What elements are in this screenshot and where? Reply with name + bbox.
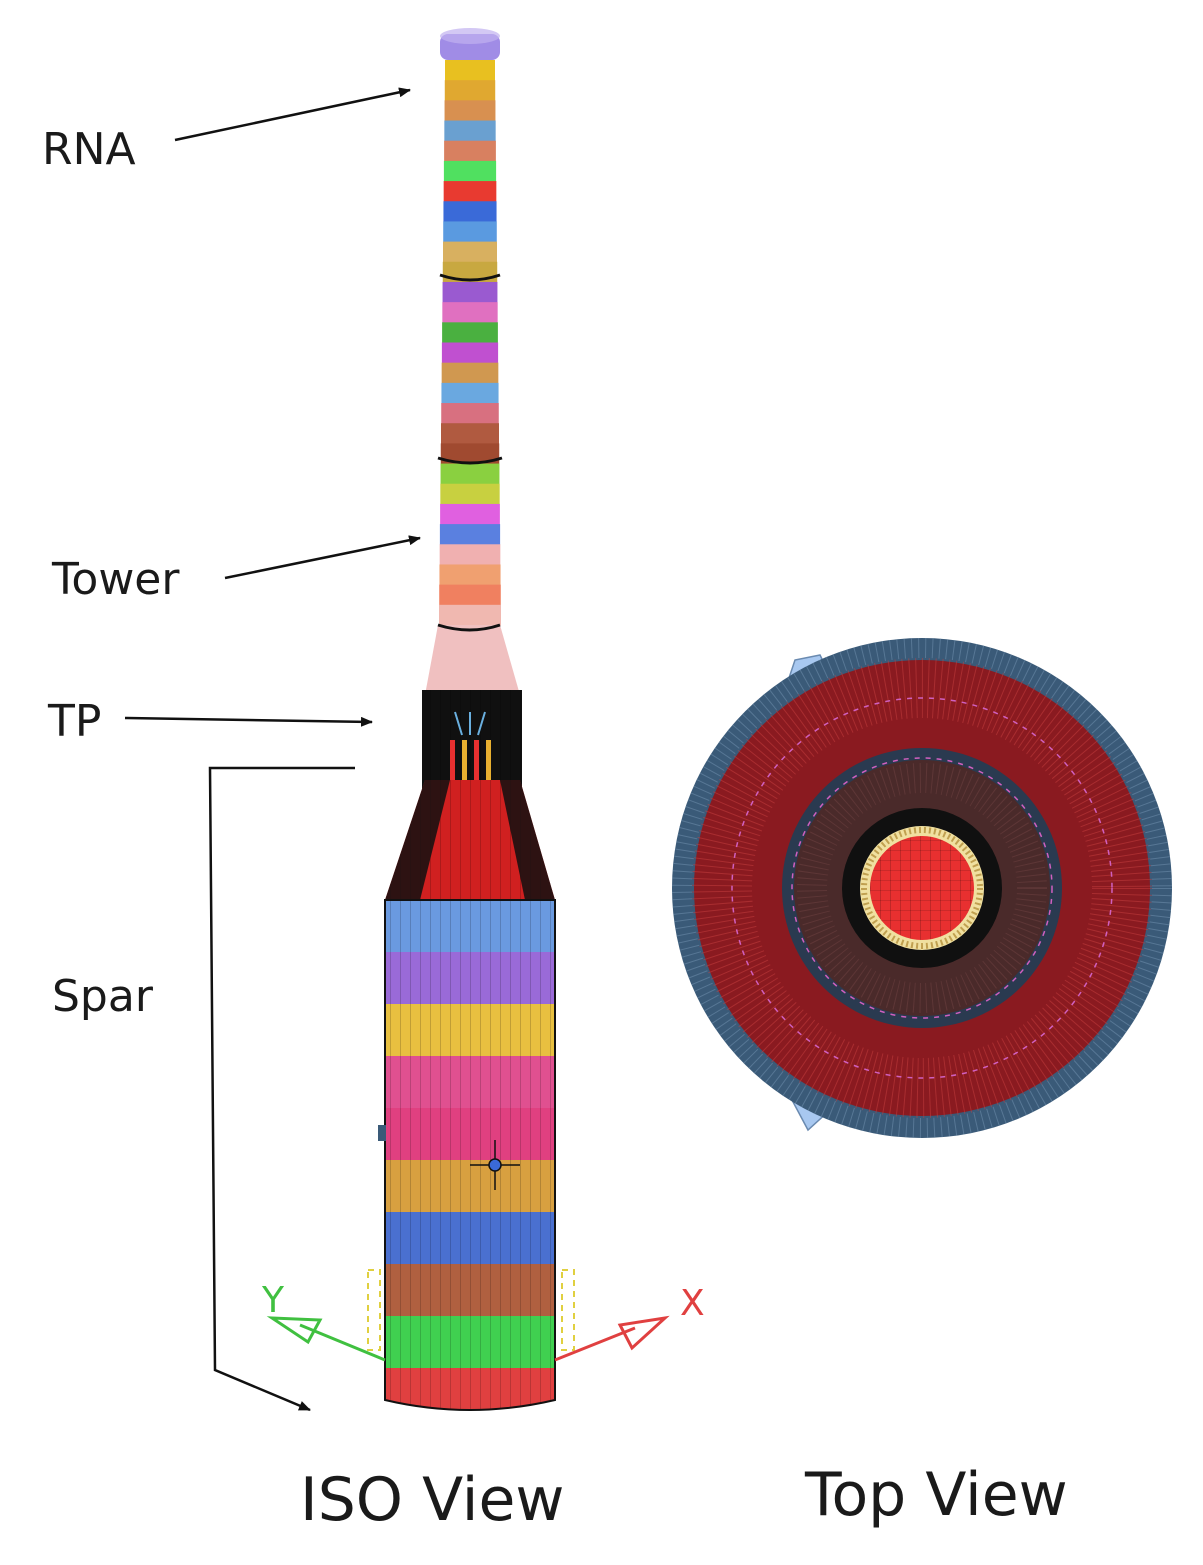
transition-mesh — [422, 690, 522, 790]
tower-band — [444, 100, 496, 122]
top-view-model — [672, 638, 1172, 1138]
tower-band — [443, 181, 497, 202]
spar-label: Spar — [52, 971, 153, 1022]
tower-band — [442, 281, 498, 303]
tower-band — [443, 201, 497, 223]
triad-box-left — [367, 1269, 381, 1351]
tower-band — [444, 120, 496, 142]
tower-flange-ring — [439, 273, 501, 282]
y-axis-label: Y — [261, 1280, 285, 1321]
cone-shadow-right — [500, 780, 555, 900]
transition-model — [422, 690, 522, 790]
top-ring-brown-dashline — [791, 757, 1053, 1019]
transition-red-strips — [450, 740, 491, 790]
tower-arrow — [224, 535, 421, 580]
tower-band — [445, 60, 495, 81]
tower-band — [441, 403, 499, 424]
callout-arrows — [124, 87, 421, 1412]
tower-band — [439, 524, 501, 545]
tower-label: Tower — [52, 554, 180, 605]
tp-section — [425, 625, 520, 695]
top-ring-outer-mesh — [672, 638, 1172, 1138]
tower-model — [437, 60, 503, 626]
triad-box-right — [561, 1269, 575, 1351]
rna-label: RNA — [42, 124, 136, 175]
tower-band — [442, 302, 498, 323]
spar-cone — [385, 780, 555, 900]
rna-model — [440, 28, 500, 60]
top-core-mesh-h — [870, 836, 974, 940]
tower-band — [441, 342, 499, 364]
tower-flange-ring — [437, 456, 503, 465]
tower-band — [439, 604, 501, 626]
tower-band — [443, 221, 497, 243]
tp-arrow — [124, 716, 373, 727]
tower-band — [440, 483, 500, 505]
spar-node-marker — [470, 1140, 520, 1190]
tower-band — [439, 584, 501, 606]
transition-mark — [454, 711, 486, 736]
tower-band — [444, 140, 496, 162]
rna-arrow — [174, 87, 411, 142]
spar-side-lug — [378, 1125, 386, 1141]
tower-band — [443, 160, 497, 182]
x-axis-line — [554, 1326, 636, 1362]
cone-shadow-left — [385, 780, 450, 900]
spar-bracket — [208, 766, 355, 1412]
x-axis-arrowhead — [617, 1315, 670, 1351]
top-ring-red-dashline — [731, 697, 1113, 1079]
spar-outline — [384, 899, 556, 1411]
coordinate-triad: Y X — [261, 1269, 705, 1362]
tower-band — [441, 423, 499, 444]
tower-band — [444, 80, 496, 101]
y-axis-arrowhead — [266, 1316, 323, 1345]
spar-mesh — [385, 900, 555, 1410]
tower-band — [439, 544, 501, 566]
tower-band — [441, 362, 499, 384]
tower-band — [443, 241, 497, 263]
tower-band — [439, 564, 501, 586]
tower-band — [441, 382, 499, 404]
tp-label: TP — [48, 696, 102, 747]
tower-band — [442, 322, 498, 344]
tower-band — [440, 503, 500, 525]
tower-band — [442, 261, 498, 283]
tp-ring — [437, 623, 501, 632]
top-ring-brown-mesh — [797, 763, 1047, 1013]
tower-band — [440, 443, 500, 465]
x-axis-label: X — [680, 1283, 705, 1324]
tp-model — [425, 623, 520, 695]
rna-cap-top — [440, 28, 500, 44]
top-ring-cream-mesh — [861, 827, 983, 949]
tower-band — [440, 463, 500, 485]
top-view-label: Top View — [805, 1460, 1068, 1530]
iso-view-label: ISO View — [300, 1465, 565, 1535]
top-ring-red-mesh — [692, 658, 1152, 1118]
